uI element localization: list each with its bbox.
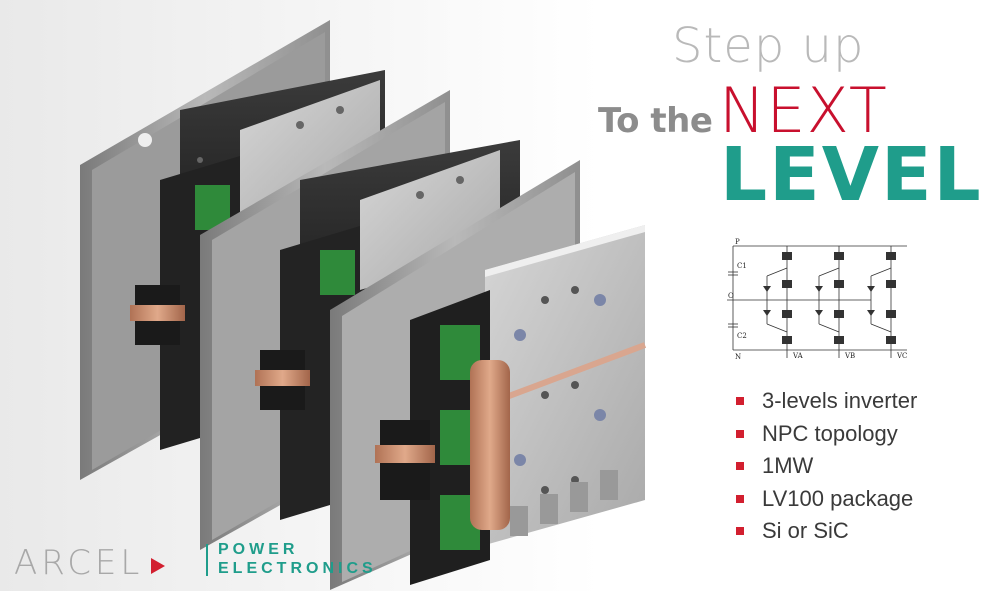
feature-text: LV100 package — [762, 485, 914, 511]
red-square-bullet-icon — [736, 527, 744, 536]
feature-text: Si or SiC — [762, 518, 849, 544]
schematic-label-vb: VB — [844, 352, 855, 360]
arcel-logo: ARCEL POWER ELECTRONICS — [14, 540, 394, 583]
feature-item: 1MW — [736, 450, 917, 483]
feature-item: NPC topology — [736, 418, 917, 451]
logo-divider — [206, 544, 208, 576]
feature-text: 1MW — [762, 453, 814, 479]
red-square-bullet-icon — [736, 429, 744, 438]
red-triangle-icon — [151, 558, 165, 574]
schematic-label-vc: VC — [896, 352, 907, 360]
schematic-label-va: VA — [792, 352, 804, 360]
logo-wordmark: ARCEL — [14, 543, 144, 583]
red-square-bullet-icon — [736, 397, 744, 406]
headline-level: LEVEL — [720, 132, 983, 218]
headline-to-the: To the — [598, 101, 713, 141]
feature-list: 3-levels inverter NPC topology 1MW LV100… — [736, 385, 917, 548]
inverter-stack-front — [330, 160, 647, 590]
headline-next: NEXT — [719, 74, 888, 147]
feature-text: 3-levels inverter — [762, 388, 918, 414]
red-square-bullet-icon — [736, 494, 744, 503]
npc-inverter-schematic: P C1 O C2 N VA VB VC — [727, 238, 907, 360]
feature-item: Si or SiC — [736, 515, 917, 548]
schematic-label-c2: C2 — [737, 332, 747, 340]
logo-tagline-electronics: ELECTRONICS — [218, 560, 377, 577]
schematic-label-n: N — [735, 353, 741, 360]
logo-tagline-power: POWER — [218, 541, 299, 558]
red-square-bullet-icon — [736, 462, 744, 471]
schematic-label-p: P — [735, 238, 740, 246]
schematic-label-o: O — [728, 292, 734, 300]
feature-item: LV100 package — [736, 483, 917, 516]
headline-step-up: Step up — [672, 18, 865, 74]
feature-text: NPC topology — [762, 420, 898, 446]
feature-item: 3-levels inverter — [736, 385, 917, 418]
inverter-stacks-image — [80, 20, 647, 590]
schematic-label-c1: C1 — [737, 262, 747, 270]
